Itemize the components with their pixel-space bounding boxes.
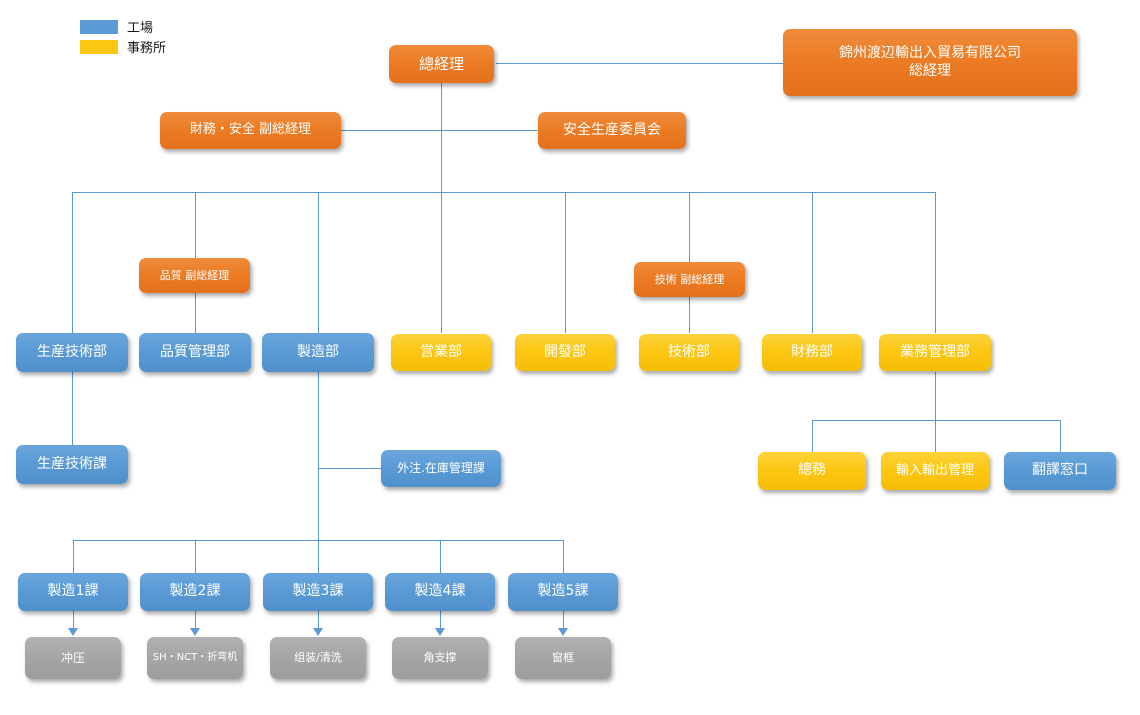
- node-mfg-1[interactable]: 製造1課: [18, 573, 128, 611]
- connector-drop-mfg-3: [318, 540, 319, 573]
- arrow-down-process-2: [190, 628, 200, 636]
- node-dept-technology[interactable]: 技術部: [639, 334, 739, 371]
- arrow-down-process-5: [558, 628, 568, 636]
- node-technology-deputy[interactable]: 技術 副総経理: [634, 262, 745, 297]
- legend-swatch-office: [80, 39, 118, 54]
- node-parent-company[interactable]: 錦州渡辺輸出入貿易有限公司 総経理: [783, 29, 1077, 96]
- connector-manufacturing-trunk: [318, 372, 319, 540]
- arrow-down-process-4: [435, 628, 445, 636]
- legend-label-office: 事務所: [127, 41, 167, 56]
- connector-mfg2-to-process: [195, 611, 196, 630]
- node-process-3[interactable]: 组装/清洗: [270, 637, 366, 679]
- connector-mfg5-to-process: [563, 611, 564, 630]
- connector-row2-horizontal: [341, 130, 538, 131]
- node-mfg-4[interactable]: 製造4課: [385, 573, 495, 611]
- node-sec-production-tech[interactable]: 生産技術課: [16, 445, 128, 484]
- connector-drop-development: [565, 192, 566, 333]
- node-dept-sales[interactable]: 営業部: [391, 334, 491, 371]
- connector-drop-manufacturing: [318, 192, 319, 333]
- node-process-4[interactable]: 角支撑: [392, 637, 488, 679]
- legend-item-office: 事務所: [80, 38, 167, 56]
- node-finance-safety-deputy[interactable]: 財務・安全 副総経理: [160, 112, 341, 149]
- legend: 工場 事務所: [80, 18, 166, 58]
- connector-drop-mfg-5: [563, 540, 564, 573]
- node-dept-business-admin[interactable]: 業務管理部: [879, 334, 991, 371]
- parent-company-line1: 錦州渡辺輸出入貿易有限公司: [839, 45, 1021, 61]
- connector-mfg1-to-process: [73, 611, 74, 630]
- connector-drop-general-affairs: [812, 420, 813, 452]
- node-dept-production-tech[interactable]: 生産技術部: [16, 333, 128, 372]
- legend-swatch-factory: [80, 19, 118, 34]
- connector-drop-mfg-1: [73, 540, 74, 573]
- connector-production-tech-to-section: [72, 372, 73, 445]
- node-safety-production-committee[interactable]: 安全生産委員会: [538, 112, 686, 149]
- connector-manufacturing-to-outsourcing: [318, 468, 381, 469]
- node-sec-translation-window[interactable]: 翻譯窓口: [1004, 452, 1116, 490]
- node-sec-import-export[interactable]: 輸入輸出管理: [881, 452, 989, 490]
- node-dept-manufacturing[interactable]: 製造部: [262, 333, 374, 372]
- node-mfg-5[interactable]: 製造5課: [508, 573, 618, 611]
- connector-business-admin-bus: [812, 420, 1060, 421]
- connector-business-admin-trunk: [935, 372, 936, 452]
- legend-item-factory: 工場: [80, 18, 166, 36]
- connector-drop-mfg-4: [440, 540, 441, 573]
- connector-drop-production-tech: [72, 192, 73, 333]
- connector-gm-to-parent: [496, 63, 783, 64]
- node-process-1[interactable]: 冲压: [25, 637, 121, 679]
- node-mfg-3[interactable]: 製造3課: [263, 573, 373, 611]
- node-quality-deputy[interactable]: 品質 副総経理: [139, 258, 250, 293]
- node-mfg-2[interactable]: 製造2課: [140, 573, 250, 611]
- arrow-down-process-3: [313, 628, 323, 636]
- node-process-5[interactable]: 窗框: [515, 637, 611, 679]
- connector-department-bus: [72, 192, 935, 193]
- node-sec-outsourcing-inventory[interactable]: 外注.在庫管理課: [381, 450, 501, 487]
- connector-mfg3-to-process: [318, 611, 319, 630]
- node-general-manager[interactable]: 總経理: [389, 45, 494, 83]
- connector-drop-translation-window: [1060, 420, 1061, 452]
- node-sec-general-affairs[interactable]: 總務: [758, 452, 866, 490]
- parent-company-line2: 総経理: [909, 62, 951, 79]
- node-dept-quality-control[interactable]: 品質管理部: [139, 333, 251, 372]
- arrow-down-process-1: [68, 628, 78, 636]
- connector-gm-down: [441, 83, 442, 192]
- node-dept-finance[interactable]: 財務部: [762, 334, 862, 371]
- legend-label-factory: 工場: [127, 21, 154, 36]
- connector-drop-finance: [812, 192, 813, 333]
- node-process-2[interactable]: SH・NCT・折弯机: [147, 637, 243, 679]
- connector-drop-mfg-2: [195, 540, 196, 573]
- connector-drop-sales: [441, 192, 442, 333]
- connector-drop-business-admin: [935, 192, 936, 333]
- connector-mfg4-to-process: [440, 611, 441, 630]
- node-dept-development[interactable]: 開發部: [515, 334, 615, 371]
